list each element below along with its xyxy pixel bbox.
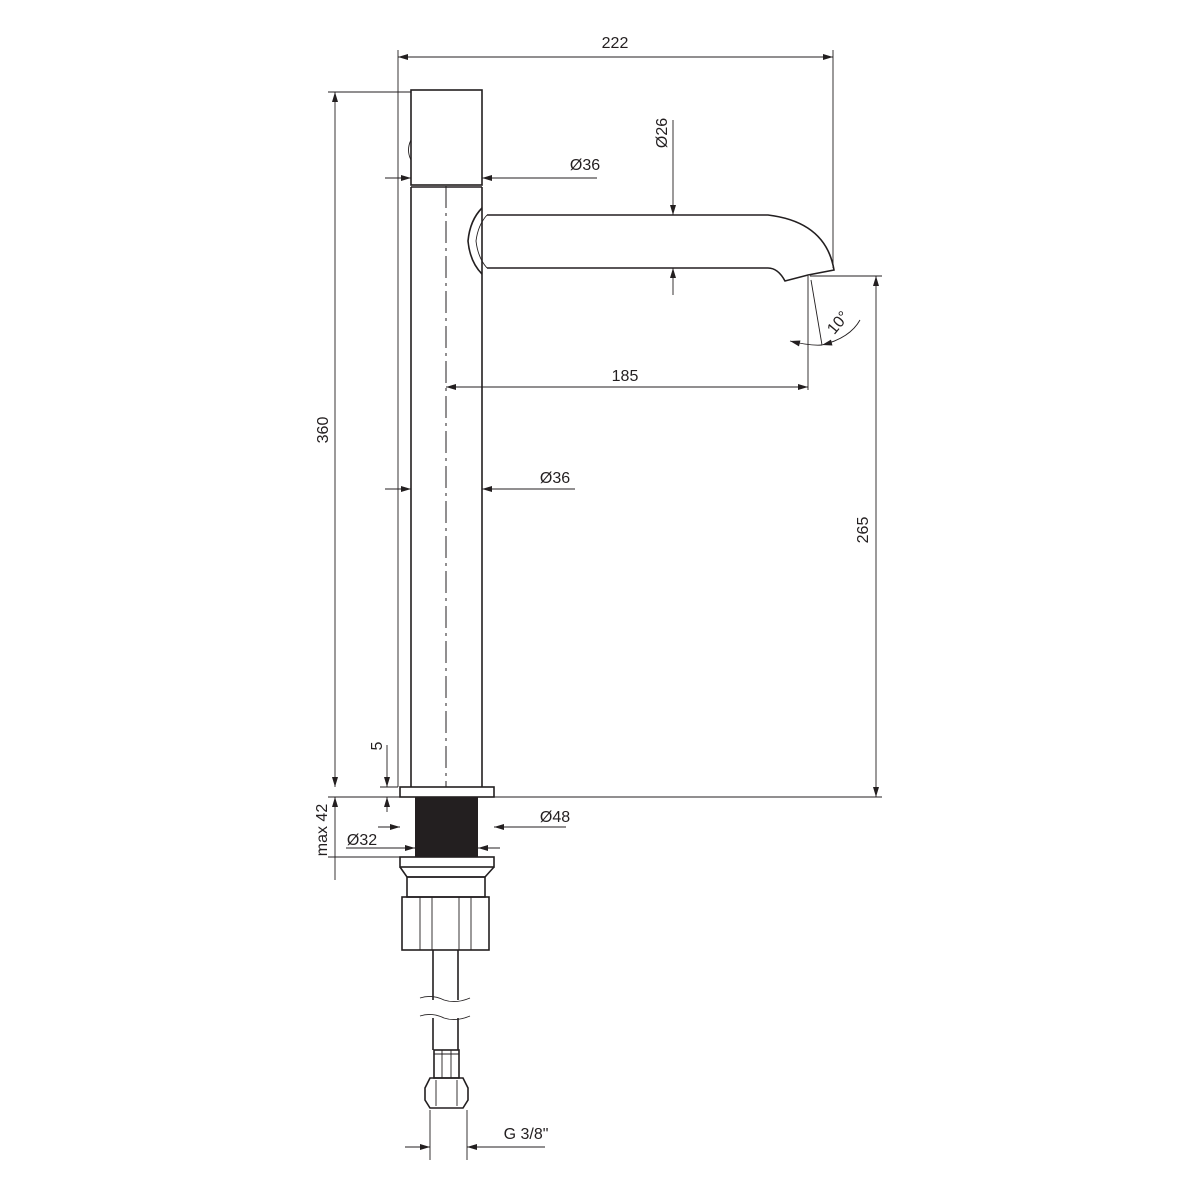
hex-nut [424, 1077, 469, 1109]
dimension-lines [328, 50, 882, 1160]
mounting-nut [401, 896, 490, 951]
faucet-body [410, 186, 483, 787]
spout [467, 207, 835, 282]
dim-shank-diameter: Ø32 [347, 832, 377, 849]
dim-flange-diameter: Ø48 [540, 809, 570, 826]
dim-connection-thread: G 3/8" [504, 1126, 549, 1143]
base-assembly [399, 786, 495, 1109]
handle [408, 89, 483, 186]
dim-flange-height: 5 [369, 741, 386, 750]
dim-spout-reach: 185 [612, 368, 639, 385]
dim-spout-height: 265 [855, 517, 872, 544]
dim-spout-diameter: Ø26 [654, 118, 671, 148]
dim-body-diameter: Ø36 [540, 470, 570, 487]
dim-handle-diameter: Ø36 [570, 157, 600, 174]
supply-hose [432, 950, 459, 1050]
dim-max-counter: max 42 [314, 804, 331, 857]
dim-total-height: 360 [315, 417, 332, 444]
dim-total-width: 222 [602, 35, 629, 52]
threaded-shank [415, 797, 478, 857]
